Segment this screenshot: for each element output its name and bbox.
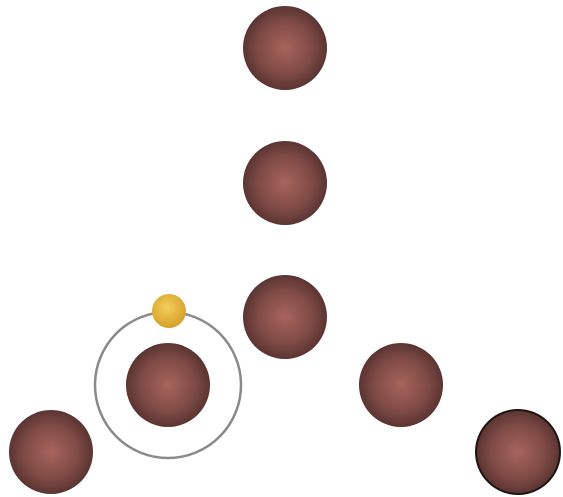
balls-layer (9, 6, 560, 494)
ball-left-ringed[interactable] (126, 343, 210, 427)
ball-bottom-left[interactable] (9, 410, 93, 494)
ball-upper-middle[interactable] (243, 141, 327, 225)
ball-top[interactable] (243, 6, 327, 90)
ball-bottom-right[interactable] (476, 410, 560, 494)
gold-token[interactable] (152, 294, 186, 328)
ball-right-middle[interactable] (359, 343, 443, 427)
ball-center[interactable] (243, 275, 327, 359)
